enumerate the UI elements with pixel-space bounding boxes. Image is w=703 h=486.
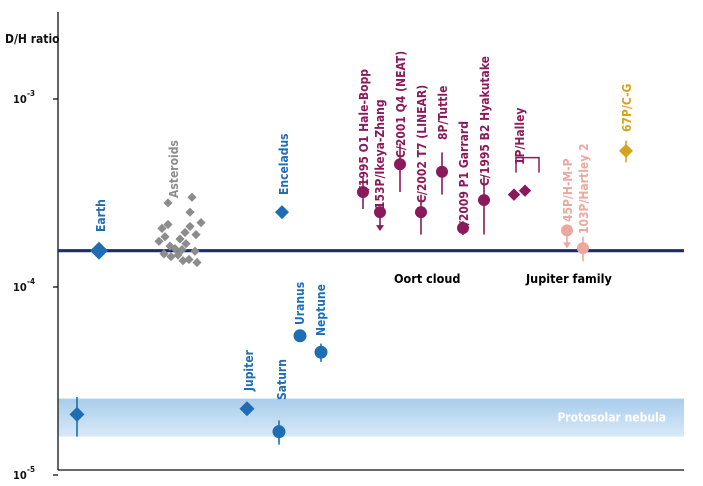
asteroid-point [177, 245, 187, 255]
asteroid-point [192, 257, 202, 268]
asteroid-point [185, 207, 195, 217]
planet-point [239, 401, 255, 417]
oort-comet-label: C/2009 P1 Garrard [457, 121, 471, 233]
oort-comet-label: C/2001 Q4 (NEAT) [394, 51, 408, 158]
oort-comet-point [507, 188, 521, 201]
protosolar-nebula-label: Protosolar nebula [557, 411, 666, 425]
oort-comet-label: 153P/Ikeya-Zhang [373, 99, 387, 209]
asteroid-point [170, 244, 180, 254]
asteroid-point [159, 249, 169, 259]
jf-comet-point [561, 224, 573, 237]
oort-comet-point [457, 221, 469, 234]
planet-point [90, 241, 108, 260]
oort-comet-label: 1P/Halley [513, 108, 527, 165]
asteroid-point [163, 198, 173, 208]
planet-point [314, 345, 328, 359]
planet-label: Earth [94, 199, 108, 232]
oort-comet-point [436, 165, 448, 178]
jf-comet-label: 45P/H-M-P [561, 158, 575, 222]
oort-comet-point [518, 184, 532, 197]
asteroid-point [163, 219, 173, 230]
planet-label: Enceladus [277, 133, 291, 195]
planet-point [272, 425, 286, 439]
asteroid-point [184, 254, 194, 265]
asteroid-point [187, 192, 197, 202]
asteroids-label: Asteroids [167, 140, 181, 198]
y-tick-label: 10 [13, 469, 27, 482]
oort-cloud-label: Oort cloud [394, 271, 460, 286]
oort-comet-point [357, 186, 369, 199]
jf-upper-limit-arrow [563, 242, 571, 249]
asteroid-point [181, 239, 191, 249]
planet-point [293, 329, 307, 343]
oort-comet-label: C/1995 O1 Hale-Bopp [357, 69, 371, 198]
planet-point [275, 205, 289, 220]
asteroid-point [175, 234, 185, 244]
asteroid-point [160, 232, 170, 242]
oort-comet-point [415, 206, 427, 219]
y-tick-exponent: -3 [27, 89, 35, 98]
asteroid-point [180, 227, 190, 238]
planet-label: Uranus [293, 282, 307, 325]
protosolar-nebula-band [58, 398, 684, 437]
y-tick-exponent: -4 [27, 277, 35, 286]
halley-bracket [515, 156, 540, 173]
asteroid-point [173, 250, 183, 260]
data-marks [69, 140, 633, 445]
jf-comet-label: 103P/Hartley 2 [577, 143, 591, 234]
oort-comet-label: C/2002 T7 (LINEAR) [415, 85, 429, 203]
planet-label: Jupiter [242, 349, 256, 392]
oort-comet-point [478, 194, 490, 207]
y-axis-title: D/H ratio [5, 32, 60, 46]
asteroid-point [178, 256, 188, 266]
oort-upper-limit-arrow [376, 225, 384, 232]
oort-comet-point [394, 158, 406, 171]
oort-comet-label: 8P/Tuttle [436, 86, 450, 140]
jupiter-family-label: Jupiter family [525, 271, 612, 286]
y-tick-exponent: -5 [27, 465, 35, 474]
asteroid-point [154, 236, 164, 246]
y-ticks: 10-310-410-5 [13, 89, 58, 482]
jf-comet-point [577, 242, 589, 255]
oort-comet-label: C/1995 B2 Hyakutake [478, 56, 492, 186]
planet-label: Neptune [314, 284, 328, 336]
asteroid-point [157, 223, 167, 233]
y-tick-label: 10 [13, 93, 27, 106]
asteroid-point [166, 252, 176, 262]
oort-comet-point [374, 206, 386, 219]
rosetta-label: 67P/C-G [620, 83, 634, 132]
asteroid-point [185, 221, 195, 232]
rosetta-point [619, 143, 633, 158]
y-tick-label: 10 [13, 281, 27, 294]
asteroid-point [196, 218, 206, 228]
asteroid-point [191, 229, 201, 240]
planet-label: Saturn [275, 359, 289, 400]
asteroid-point [190, 246, 200, 256]
planet-point [69, 406, 85, 422]
